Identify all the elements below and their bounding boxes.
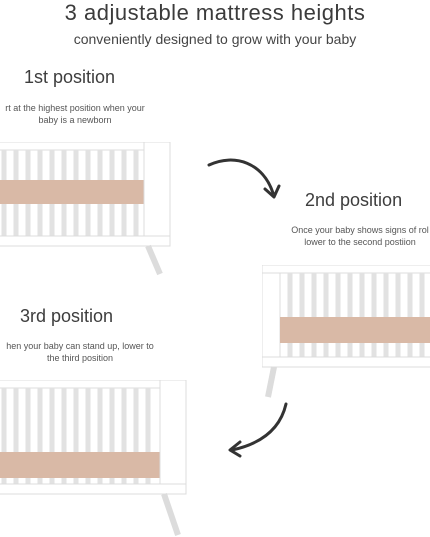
crib-slats [287, 273, 425, 360]
crib-bottom-rail [262, 356, 430, 368]
crib-bottom-rail [0, 235, 171, 247]
page-title: 3 adjustable mattress heights [64, 0, 366, 25]
crib-second-position [262, 265, 430, 398]
position-1-heading: 1st position [24, 67, 116, 87]
position-3-description-line-2: the third position [46, 353, 114, 363]
crib-mattress [0, 180, 144, 204]
position-2-heading: 2nd position [305, 190, 403, 210]
position-2-description-line-2: lower to the second postiion [304, 237, 416, 247]
position-2-description: Once your baby shows signs of rol lower … [270, 224, 430, 248]
crib-mattress [0, 452, 160, 478]
position-3-description-line-1: hen your baby can stand up, lower to [6, 341, 154, 351]
position-1-description: rt at the highest position when your bab… [0, 102, 160, 126]
crib-top-rail [0, 380, 187, 389]
crib-leg [265, 366, 277, 398]
crib-top-rail [262, 265, 430, 274]
crib-mattress [280, 317, 430, 343]
position-2-description-line-1: Once your baby shows signs of rol [291, 225, 429, 235]
crib-end-panel [159, 380, 187, 493]
arrow-down-right-icon [207, 158, 281, 199]
crib-leg [161, 493, 181, 536]
crib-third-position [0, 380, 187, 536]
crib-first-position [0, 142, 171, 276]
crib-bottom-rail [0, 483, 187, 495]
position-3-description: hen your baby can stand up, lower to the… [0, 340, 170, 364]
arrow-down-left-icon [228, 402, 288, 458]
position-1-description-line-2: baby is a newborn [38, 115, 112, 125]
crib-end-panel [143, 142, 171, 243]
crib-end-panel [262, 265, 281, 366]
position-1-description-line-1: rt at the highest position when your [5, 103, 145, 113]
position-3-heading: 3rd position [20, 306, 114, 326]
page-subtitle: conveniently designed to grow with your … [73, 31, 357, 47]
crib-leg [145, 244, 163, 276]
